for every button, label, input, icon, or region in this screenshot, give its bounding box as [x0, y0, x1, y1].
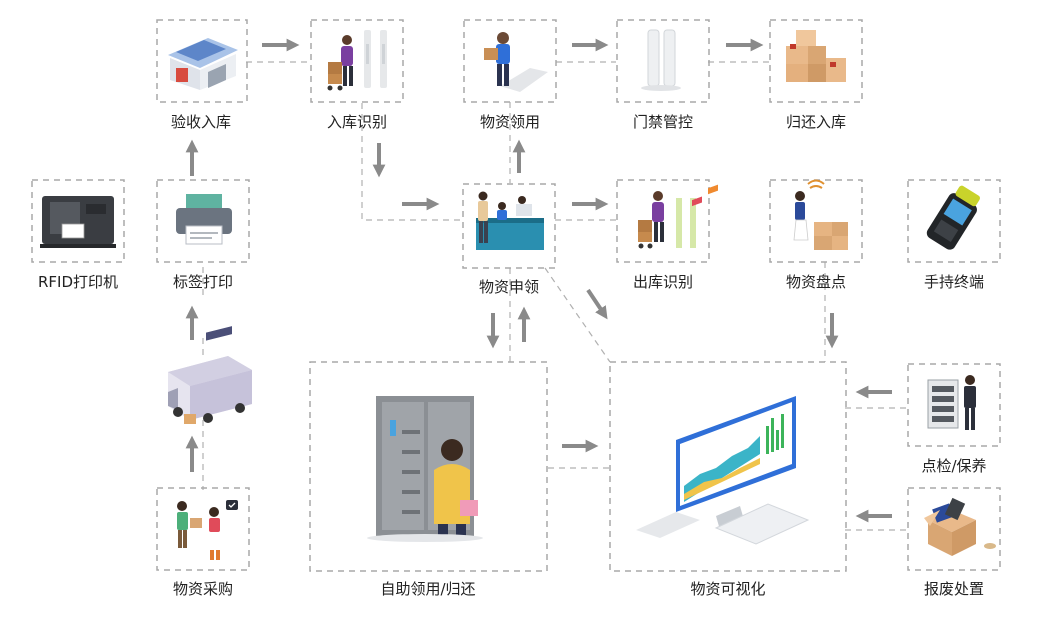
purchase-icon [177, 500, 238, 560]
scrap-box-icon [924, 497, 996, 556]
label-biaoqian-dayin: 标签打印 [172, 273, 234, 291]
rfid-printer-icon [40, 196, 116, 248]
handheld-terminal-icon [926, 185, 981, 250]
label-wuzi-caigou: 物资采购 [172, 580, 234, 598]
rfid-gate-outbound-icon [638, 191, 696, 249]
stacked-boxes-icon [786, 30, 846, 82]
label-ruku-shibie: 入库识别 [326, 113, 388, 131]
rfid-gate-inbound-icon [327, 30, 387, 91]
label-wuzi-shenling: 物资申领 [478, 278, 540, 296]
label-chuku-shibie: 出库识别 [632, 273, 694, 291]
label-baofei-chuzhi: 报废处置 [923, 580, 985, 598]
server-maintenance-icon [927, 375, 976, 430]
label-dianjian-baoyang: 点检/保养 [921, 457, 987, 475]
label-shouchi-zhongduan: 手持终端 [923, 273, 985, 291]
label-wuzi-pandian: 物资盘点 [785, 273, 847, 291]
dashboard-monitor-icon [636, 184, 810, 545]
delivery-truck-icon [168, 326, 252, 424]
inventory-scan-icon [793, 179, 848, 250]
connector-lines [202, 61, 908, 531]
label-guihuan-ruku: 归还入库 [785, 113, 847, 131]
label-menjin-guankong: 门禁管控 [632, 113, 694, 131]
label-keshihua: 物资可视化 [690, 580, 766, 598]
label-printer-icon [176, 194, 232, 245]
label-zizhu: 自助领用/归还 [380, 580, 476, 598]
access-gate-icon [641, 29, 681, 91]
label-rfid-printer: RFID打印机 [37, 273, 119, 291]
person-carrying-box-icon [484, 32, 548, 92]
smart-cabinet-icon [367, 396, 483, 542]
warehouse-icon [168, 38, 238, 90]
label-wuzi-lingyong: 物资领用 [479, 113, 541, 131]
label-yanshou-ruku: 验收入库 [170, 113, 232, 131]
flow-arrows [185, 38, 892, 523]
service-desk-icon [476, 191, 544, 250]
node-frames [31, 19, 1001, 572]
